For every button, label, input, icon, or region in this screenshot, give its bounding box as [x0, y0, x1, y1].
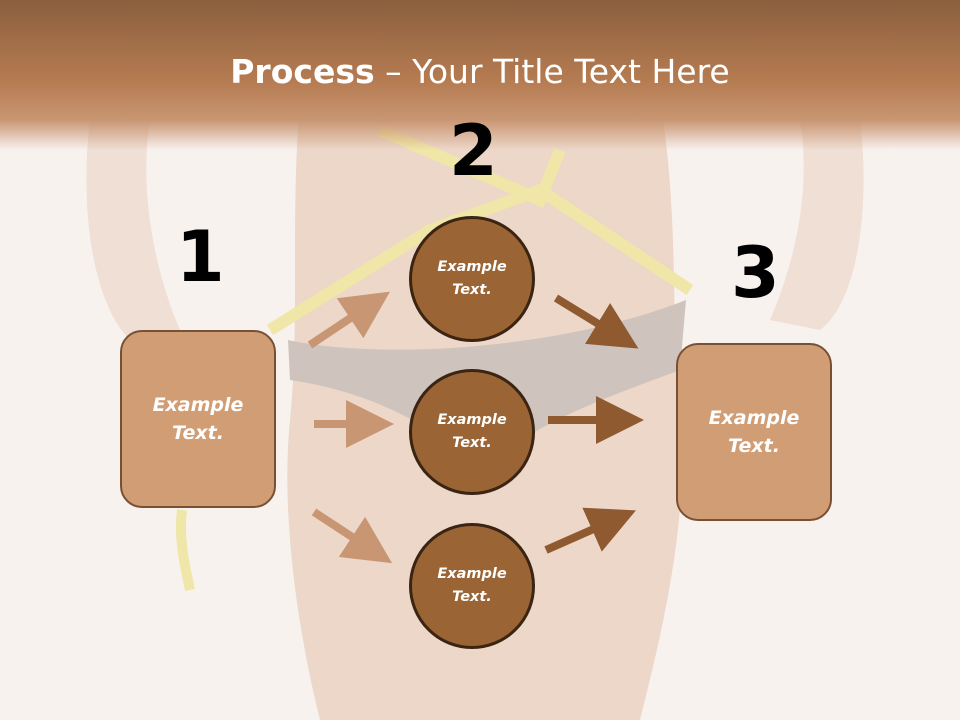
header-band	[0, 0, 960, 150]
circle-top-text: Example Text.	[437, 258, 507, 298]
title-rest: – Your Title Text Here	[374, 52, 730, 91]
right-text-box[interactable]: Example Text.	[676, 343, 832, 521]
step-number-1: 1	[176, 216, 225, 298]
step-number-3: 3	[731, 232, 780, 314]
circle-bottom-text: Example Text.	[437, 565, 507, 605]
circle-middle-text: Example Text.	[437, 411, 507, 451]
arrow-bottom-to-right	[544, 507, 636, 554]
title-bold: Process	[230, 52, 375, 91]
step-number-2: 2	[449, 110, 498, 192]
circle-bottom[interactable]: Example Text.	[409, 523, 535, 649]
arrow-left-to-bottom	[311, 508, 393, 564]
right-box-text: Example Text.	[708, 406, 800, 458]
arrow-left-to-top	[307, 291, 390, 349]
circle-top[interactable]: Example Text.	[409, 216, 535, 342]
left-text-box[interactable]: Example Text.	[120, 330, 276, 508]
circle-middle[interactable]: Example Text.	[409, 369, 535, 495]
left-box-text: Example Text.	[152, 393, 244, 445]
arrow-top-to-right	[553, 294, 639, 349]
slide-title: Process – Your Title Text Here	[0, 52, 960, 91]
